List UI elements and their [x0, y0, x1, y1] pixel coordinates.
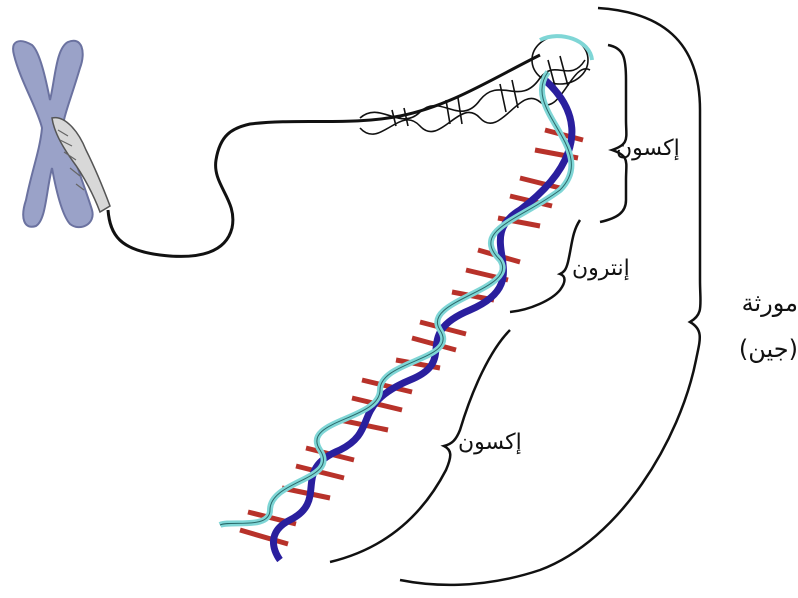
- dna-strand-light: [220, 72, 571, 525]
- label-exon-bottom: إكسون: [458, 430, 522, 455]
- brace-gene: [400, 8, 701, 585]
- dna-strand-dark: [273, 80, 571, 560]
- label-exon-top: إكسون: [616, 136, 680, 161]
- label-gene-line1: مورثة: [700, 280, 798, 326]
- coiled-dna-segment: [360, 36, 592, 134]
- label-gene: مورثة (جين): [700, 280, 798, 372]
- brace-exon-top: [600, 45, 626, 222]
- base-pairs: [240, 130, 583, 544]
- label-intron: إنترون: [572, 256, 630, 281]
- dna-thread: [108, 55, 540, 256]
- label-gene-line2: (جين): [700, 326, 798, 372]
- brace-intron: [510, 220, 580, 312]
- chromosome-icon: [13, 41, 110, 227]
